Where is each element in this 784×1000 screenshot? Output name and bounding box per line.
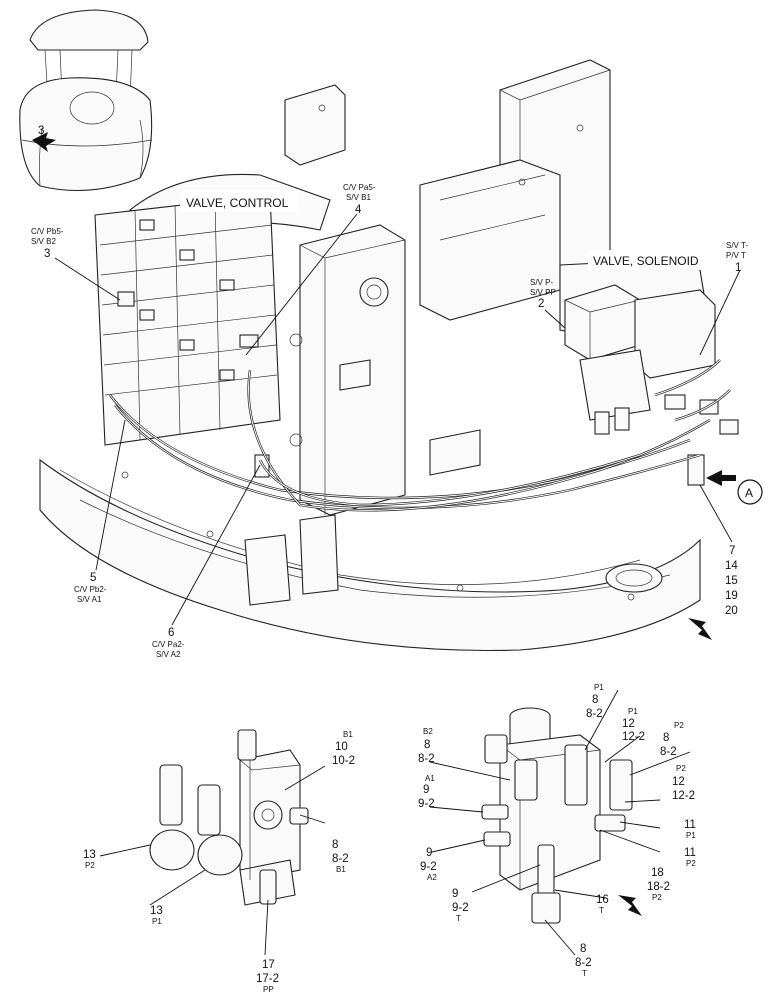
valve-solenoid-label: VALVE, SOLENOID: [593, 254, 699, 268]
rd-item-12-2-p2: 12-2: [672, 790, 695, 802]
valve-control-callout: VALVE, CONTROL: [180, 190, 298, 212]
rd-item-11-p2: 11: [684, 847, 696, 859]
hydraulic-hose-bundle: [109, 359, 731, 512]
rd-item-8-p2: 8: [663, 732, 669, 744]
ld-item-8: 8: [332, 839, 338, 851]
rd-t-sub-16: T: [599, 906, 604, 915]
item-3-desc-1: C/V Pb5-: [31, 227, 64, 236]
ld-item-17-2: 17-2: [256, 973, 279, 985]
rd-item-9-a1: 9: [423, 784, 429, 796]
rd-p1-sub-11: P1: [686, 831, 696, 840]
item-19-number: 19: [725, 590, 738, 602]
item-20-number: 20: [725, 605, 738, 617]
rd-item-8-2-p1: 8-2: [586, 708, 603, 720]
rd-item-8-2-p2: 8-2: [660, 746, 677, 758]
item-6-number: 6: [168, 627, 174, 639]
item-1-desc-2: P/V T: [726, 251, 746, 260]
item-6-desc-2: S/V A2: [156, 650, 181, 659]
rd-item-12-p1: 12: [622, 718, 635, 730]
item-1-desc-1: S/V T-: [726, 241, 748, 250]
rd-item-12-2-p1: 12-2: [622, 731, 645, 743]
center-column: [289, 224, 481, 516]
rd-item-9-t: 9: [452, 888, 458, 900]
ld-pp-sub: PP: [263, 985, 274, 994]
item-2-desc-1: S/V P-: [530, 278, 553, 287]
item-5-desc-2: S/V A1: [77, 595, 102, 604]
rd-p2-sub-11: P2: [686, 859, 696, 868]
view-a-marker: A: [706, 470, 763, 505]
item-4-number: 4: [355, 204, 362, 216]
left-detail-view: B1 10 10-2 8 8-2 B1 13 P2 13 P1 17 17-2 …: [83, 729, 355, 994]
ld-item-8-2: 8-2: [332, 853, 349, 865]
ld-item-10-2: 10-2: [332, 755, 355, 767]
rd-item-18: 18: [651, 867, 664, 879]
item-2-number: 2: [538, 298, 544, 310]
item-3-desc-2: S/V B2: [31, 237, 56, 246]
rd-item-8-2-t: 8-2: [575, 957, 592, 969]
rd-item-9-a2: 9: [426, 847, 432, 859]
cab-location-thumbnail: 3: [19, 9, 153, 192]
rd-p1b-sub: P1: [628, 707, 638, 716]
item-5-desc-1: C/V Pb2-: [74, 585, 107, 594]
view-a-letter: A: [745, 486, 753, 500]
rd-item-8-t: 8: [580, 943, 586, 955]
item-15-number: 15: [725, 575, 738, 587]
rd-p2-sub: P2: [674, 721, 684, 730]
ld-p1-sub: P1: [152, 917, 162, 926]
ld-b1-sub-2: B1: [336, 865, 346, 874]
valve-solenoid-callout: VALVE, SOLENOID: [588, 250, 710, 270]
ld-item-10: 10: [335, 741, 348, 753]
ld-p2-sub: P2: [85, 861, 95, 870]
item-7-number: 7: [729, 545, 735, 557]
rd-a2-sub: A2: [427, 873, 437, 882]
rd-a1-sub: A1: [425, 774, 435, 783]
item-1-number: 1: [735, 262, 741, 274]
right-detail-view: P1 8 8-2 P1 12 12-2 P2 8 8-2 P2 12 12-2 …: [418, 683, 696, 978]
ld-b1-sub: B1: [343, 730, 353, 739]
item-4-desc-2: S/V B1: [346, 193, 371, 202]
item-3-number: 3: [44, 248, 50, 260]
item-14-number: 14: [725, 560, 738, 572]
ld-item-13-p2: 13: [83, 849, 96, 861]
rd-item-12-p2: 12: [672, 776, 685, 788]
rd-item-8-2-b2: 8-2: [418, 753, 435, 765]
item-4-desc-1: C/V Pa5-: [343, 183, 376, 192]
rd-t-sub-8: T: [582, 969, 587, 978]
solenoid-valve-assembly: [564, 284, 739, 486]
rd-b2-sub: B2: [423, 727, 433, 736]
rd-item-8-p1: 8: [592, 694, 598, 706]
detail-direction-arrow-icon: [618, 895, 642, 916]
item-6-desc-1: C/V Pa2-: [152, 640, 185, 649]
rd-p1-sub: P1: [594, 683, 604, 692]
control-valve-bank: [94, 194, 281, 478]
rd-item-9-2-a2: 9-2: [420, 861, 437, 873]
rd-item-16: 16: [596, 894, 609, 906]
item-2-desc-2: S/V PP: [530, 288, 556, 297]
rd-item-8-b2: 8: [424, 739, 430, 751]
rd-p2-sub-18: P2: [652, 893, 662, 902]
item-5-number: 5: [90, 572, 96, 584]
direction-arrow-icon: [688, 618, 712, 640]
ld-item-13-p1: 13: [150, 905, 163, 917]
valve-control-label: VALVE, CONTROL: [186, 196, 289, 210]
rd-item-9-2-a1: 9-2: [418, 798, 435, 810]
leader-lines: [54, 213, 741, 626]
rd-item-11-p1: 11: [684, 819, 696, 831]
rd-t-sub: T: [456, 914, 461, 923]
main-assembly-drawing: 3: [19, 9, 763, 659]
rd-p2b-sub: P2: [676, 764, 686, 773]
swing-frame-base: [39, 458, 701, 652]
rd-item-9-2-t: 9-2: [452, 902, 469, 914]
thumbnail-location-mark: 3: [38, 125, 44, 137]
ld-item-17: 17: [262, 959, 275, 971]
rd-item-18-2: 18-2: [647, 881, 670, 893]
